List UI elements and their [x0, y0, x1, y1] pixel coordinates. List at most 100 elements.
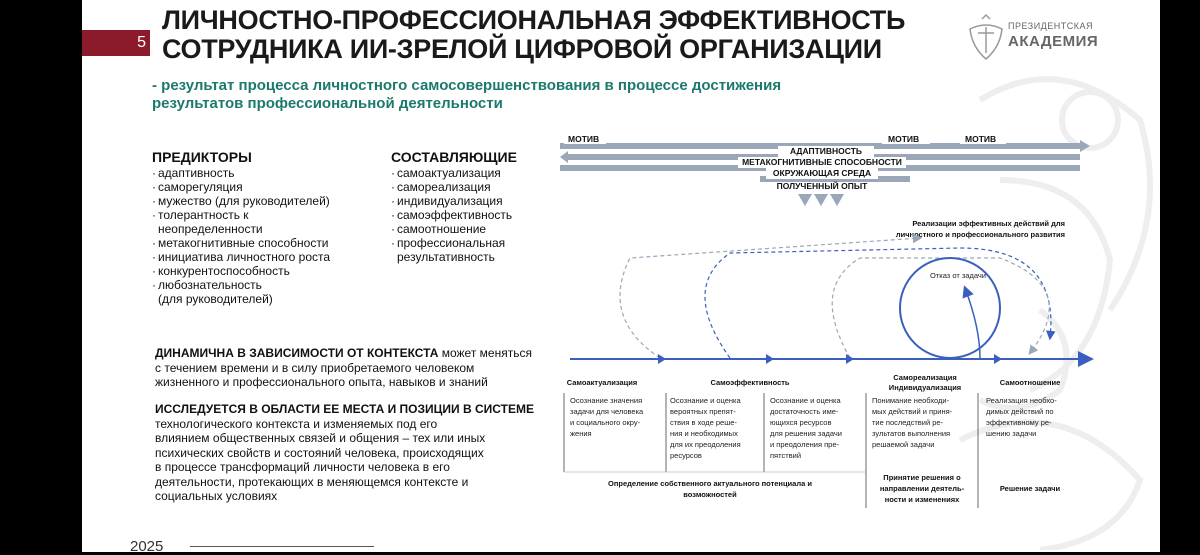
col-text: ния и необходимых [670, 429, 738, 438]
academy-emblem-icon [969, 13, 1003, 60]
exp-label: ПОЛУЧЕННЫЙ ОПЫТ [777, 180, 869, 191]
list-item: результативность [397, 250, 495, 264]
bottom-2c: ности и изменениях [885, 495, 960, 504]
col-text: Осознание и оценка [770, 396, 842, 405]
refusal-label: Отказ от задачи [930, 271, 986, 280]
column-4: Понимание необходи- мых действий и приня… [872, 396, 953, 449]
stage-4: Самоотношение [1000, 378, 1061, 387]
adapt-label: АДАПТИВНОСТЬ [790, 146, 862, 156]
col-text: для решения задачи [770, 429, 842, 438]
col-text: Реализация необхо- [986, 396, 1057, 405]
col-text: зультатов выполнения [872, 429, 950, 438]
research-paragraph: ИССЛЕДУЕТСЯ В ОБЛАСТИ ЕЕ МЕСТА И ПОЗИЦИИ… [155, 402, 535, 504]
column-3: Осознание и оценка достаточность име- ющ… [770, 396, 842, 460]
column-1: Осознание значения задачи для человека и… [570, 396, 644, 438]
page-title: ЛИЧНОСТНО-ПРОФЕССИОНАЛЬНАЯ ЭФФЕКТИВНОСТЬ… [162, 6, 905, 64]
list-item: самоотношение [391, 222, 512, 236]
col-text: и преодоления пре- [770, 440, 839, 449]
research-line: социальных условиях [155, 489, 278, 503]
col-text: пятствий [770, 451, 801, 460]
list-item: инициатива личностного роста [152, 250, 330, 264]
feedback-loops [619, 233, 1056, 359]
col-text: Осознание и оценка [670, 396, 742, 405]
dynamic-line-2: с течением времени и в силу приобретаемо… [155, 360, 475, 375]
title-line-1: ЛИЧНОСТНО-ПРОФЕССИОНАЛЬНАЯ ЭФФЕКТИВНОСТЬ [162, 5, 906, 35]
col-text: решаемой задачи [872, 440, 934, 449]
col-text: ющихся ресурсов [770, 418, 831, 427]
bottom-1b: возможностей [683, 490, 737, 499]
components-list: самоактуализация самореализация индивиду… [391, 166, 512, 264]
research-line: деятельности, протекающих в меняющемся к… [155, 474, 469, 489]
list-item: толерантность к [152, 208, 330, 222]
list-item: неопределенности [158, 222, 263, 236]
col-text: жения [570, 429, 592, 438]
motiv-label-2: МОТИВ [888, 134, 919, 144]
list-item: самоактуализация [391, 166, 512, 180]
bottom-2a: Принятие решения о [883, 473, 961, 482]
stage-3a: Самореализация [893, 373, 956, 382]
footer-line [190, 546, 374, 547]
col-text: эффективному ре- [986, 418, 1052, 427]
dynamic-rest: может меняться [438, 346, 532, 360]
list-item: (для руководителей) [158, 292, 273, 306]
col-text: для их преодоления [670, 440, 741, 449]
motiv-label-1: МОТИВ [568, 134, 599, 144]
logo-line-1: ПРЕЗИДЕНТСКАЯ [1008, 21, 1094, 31]
col-text: Понимание необходи- [872, 396, 950, 405]
col-text: достаточность име- [770, 407, 839, 416]
emblem-watermark [958, 76, 1153, 550]
components-heading: СОСТАВЛЯЮЩИЕ [391, 149, 517, 165]
timeline-markers [658, 354, 1002, 364]
title-line-2: СОТРУДНИКА ИИ-ЗРЕЛОЙ ЦИФРОВОЙ ОРГАНИЗАЦИ… [162, 34, 882, 64]
subtitle-line-1: - результат процесса личностного самосов… [152, 77, 782, 94]
list-item: метакогнитивные способности [152, 236, 330, 250]
bottom-2b: направлении деятель- [880, 484, 965, 493]
column-2: Осознание и оценка вероятных препят- ств… [670, 396, 742, 460]
predictors-list: адаптивность саморегуляция мужество (для… [152, 166, 330, 306]
col-text: вероятных препят- [670, 407, 736, 416]
stage-3b: Индивидуализация [889, 383, 961, 392]
list-item: саморегуляция [152, 180, 330, 194]
list-item: адаптивность [152, 166, 330, 180]
dynamic-line-3: жизненного и профессионального опыта, на… [155, 375, 488, 389]
list-item: индивидуализация [391, 194, 512, 208]
list-item: любознательность [152, 278, 330, 292]
bottom-1a: Определение собственного актуального пот… [608, 479, 812, 488]
research-bold: ИССЛЕДУЕТСЯ В ОБЛАСТИ ЕЕ МЕСТА И ПОЗИЦИИ… [155, 402, 534, 416]
subtitle: - результат процесса личностного самосов… [152, 77, 852, 113]
list-item: мужество (для руководителей) [152, 194, 330, 208]
col-text: ресурсов [670, 451, 702, 460]
stage-2: Самоэффективность [710, 378, 789, 387]
research-line: влиянием общественных связей и общения –… [155, 431, 486, 445]
process-diagram: МОТИВ МОТИВ МОТИВ АДАПТИВНОСТЬ МЕТАКОГНИ… [560, 133, 1094, 508]
list-item: профессиональная [391, 236, 512, 250]
env-label: ОКРУЖАЮЩАЯ СРЕДА [773, 168, 871, 178]
logo-line-2: АКАДЕМИЯ [1008, 33, 1099, 50]
col-text: тие последствий ре- [872, 418, 944, 427]
dynamic-paragraph: ДИНАМИЧНА В ЗАВИСИМОСТИ ОТ КОНТЕКСТА мож… [155, 346, 535, 390]
meta-label: МЕТАКОГНИТИВНЫЕ СПОСОБНОСТИ [742, 157, 902, 167]
research-line: психических свойств и состояний человека… [155, 445, 484, 460]
col-text: шению задачи [986, 429, 1036, 438]
research-line: технологического контекста и изменяемых … [155, 416, 438, 431]
column-dividers [563, 393, 979, 508]
down-arrows [798, 194, 844, 206]
dynamic-bold: ДИНАМИЧНА В ЗАВИСИМОСТИ ОТ КОНТЕКСТА [155, 346, 439, 360]
motiv-label-3: МОТИВ [965, 134, 996, 144]
bottom-3: Решение задачи [1000, 484, 1061, 493]
slide-number: 5 [137, 34, 146, 51]
col-text: мых действий и приня- [872, 407, 953, 416]
col-text: ствия в ходе реше- [670, 418, 737, 427]
footer-year: 2025 [130, 538, 164, 555]
col-text: задачи для человека [570, 407, 644, 416]
realize-line-2: личностного и профессионального развития [896, 230, 1065, 239]
list-item: самоэффективность [391, 208, 512, 222]
col-text: и социального окру- [570, 418, 641, 427]
realize-line-1: Реализации эффективных действий для [912, 219, 1065, 228]
stage-1: Самоактуализация [567, 378, 638, 387]
list-item: самореализация [391, 180, 512, 194]
list-item: конкурентоспособность [152, 264, 330, 278]
col-text: Осознание значения [570, 396, 642, 405]
col-text: димых действий по [986, 407, 1054, 416]
predictors-heading: ПРЕДИКТОРЫ [152, 149, 252, 165]
